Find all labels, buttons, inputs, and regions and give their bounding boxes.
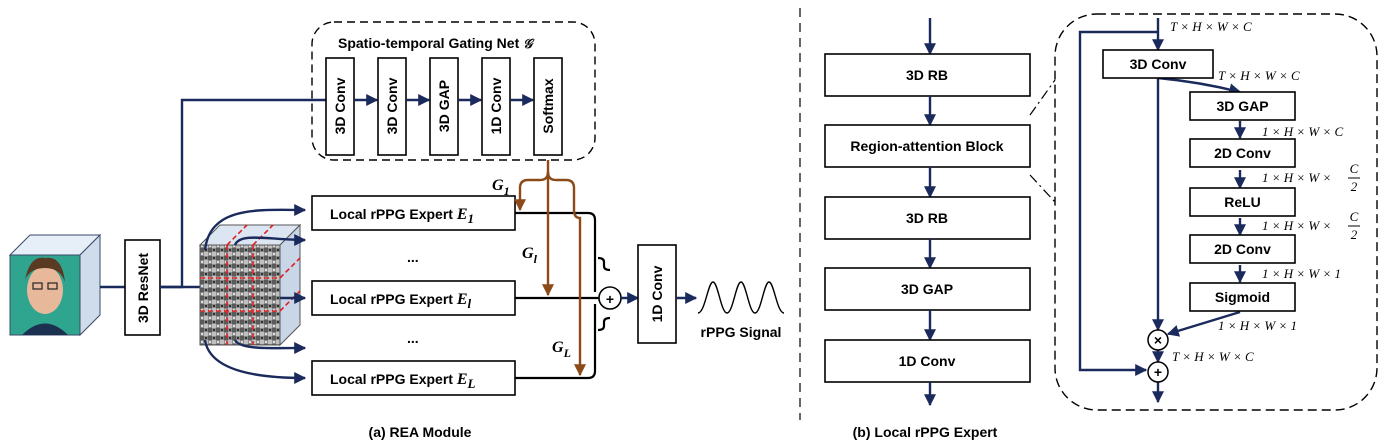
chain-box — [824, 339, 1031, 383]
expert-boxes: Local rPPG Expert E1 Local rPPG Expert El… — [311, 195, 516, 396]
resnet-box — [124, 239, 161, 336]
face-cube — [8, 233, 102, 337]
gating-layer-label: 3D Conv — [332, 77, 348, 134]
attention-block-label: ReLU — [1224, 194, 1261, 210]
dimension-label: 1 × H × W × — [1262, 170, 1331, 185]
fraction-numerator: C — [1350, 209, 1359, 224]
chain-label: 3D RB — [906, 210, 948, 226]
expert-box — [311, 195, 516, 231]
expert-label: Local rPPG Expert El — [330, 291, 472, 311]
gating-net-frame — [311, 21, 596, 161]
add-node — [1147, 361, 1169, 383]
attention-block-box — [1189, 282, 1296, 312]
chain-label: 3D RB — [906, 67, 948, 83]
dimension-label: T × H × W × C — [1170, 19, 1252, 34]
rppg-wave — [697, 281, 785, 314]
rppg-signal-label: rPPG Signal — [701, 324, 782, 340]
gating-layer-box — [533, 57, 563, 156]
attention-frame — [1054, 13, 1378, 411]
gating-layers: 3D Conv 3D Conv 3D GAP 1D Conv Softmax — [325, 57, 563, 156]
gate-label: Gl — [522, 245, 538, 266]
attention-block-label: 2D Conv — [1214, 145, 1271, 161]
dimension-label: 1 × H × W × C — [1262, 124, 1344, 139]
chain-label: 1D Conv — [899, 353, 956, 369]
gating-layer-box — [481, 57, 511, 156]
attention-block-label: Sigmoid — [1215, 289, 1270, 305]
fraction-denominator: 2 — [1351, 179, 1358, 194]
gating-layer-label: 3D GAP — [436, 80, 452, 132]
attention-block-box — [1189, 234, 1296, 264]
zoom-line-top — [1029, 79, 1056, 116]
chain-label: 3D GAP — [901, 281, 953, 297]
chain-label: Region-attention Block — [850, 138, 1003, 154]
gating-layer-box — [325, 57, 355, 156]
gate-label: G1 — [492, 177, 510, 198]
region-arrows — [203, 203, 307, 384]
sum-symbol: + — [606, 291, 614, 307]
expert-label: Local rPPG Expert EL — [330, 371, 476, 391]
chain-box — [824, 53, 1031, 97]
attention-block-label: 3D Conv — [1130, 56, 1187, 72]
attention-block-label: 3D GAP — [1216, 98, 1268, 114]
fraction-denominator: 2 — [1351, 227, 1358, 242]
chain-box — [824, 124, 1031, 168]
conv1d-label: 1D Conv — [649, 265, 665, 322]
dots-upper: ... — [407, 249, 419, 265]
dimension-label: 1 × H × W × 1 — [1262, 266, 1341, 281]
gating-title: Spatio-temporal Gating Net 𝒢 — [338, 35, 535, 51]
fraction-numerator: C — [1350, 161, 1359, 176]
expert-box — [311, 360, 516, 396]
gating-layer-box — [377, 57, 407, 156]
multiply-node — [1147, 329, 1169, 351]
resnet-label: 3D ResNet — [135, 253, 151, 323]
conv1d-box — [637, 244, 677, 344]
expert-output-lines — [515, 211, 611, 380]
gate-lines — [514, 160, 586, 377]
expert-chain: 3D RB Region-attention Block 3D RB 3D GAP 1D… — [824, 18, 1031, 407]
dimension-label: T × H × W × C — [1172, 349, 1254, 364]
add-symbol: + — [1154, 364, 1162, 380]
gate-label: GL — [552, 339, 571, 360]
attention-arrows — [1078, 18, 1246, 404]
chain-box — [824, 267, 1031, 311]
dimension-label: 1 × H × W × 1 — [1218, 318, 1297, 333]
dimension-labels: T × H × W × C T × H × W × C 1 × H × W × C 1… — [1170, 19, 1360, 364]
dimension-label: T × H × W × C — [1218, 68, 1300, 83]
multiply-symbol: × — [1154, 332, 1162, 348]
zoom-line-bottom — [1029, 174, 1056, 203]
attention-block-label: 2D Conv — [1214, 241, 1271, 257]
dots-lower: ... — [407, 330, 419, 346]
attention-block-box — [1189, 187, 1296, 217]
expert-label: Local rPPG Expert E1 — [330, 206, 474, 226]
attention-block-box — [1189, 91, 1296, 121]
gating-layer-box — [429, 57, 459, 156]
feature-cube — [198, 223, 302, 347]
gating-layer-label: 1D Conv — [488, 77, 504, 134]
caption-b: (b) Local rPPG Expert — [853, 424, 998, 440]
chain-box — [824, 196, 1031, 240]
gating-layer-label: 3D Conv — [384, 77, 400, 134]
attention-block-box — [1189, 138, 1296, 168]
gating-layer-label: Softmax — [540, 78, 556, 133]
attention-block-box — [1102, 49, 1214, 79]
caption-a: (a) REA Module — [369, 424, 472, 440]
dimension-label: 1 × H × W × — [1262, 218, 1331, 233]
